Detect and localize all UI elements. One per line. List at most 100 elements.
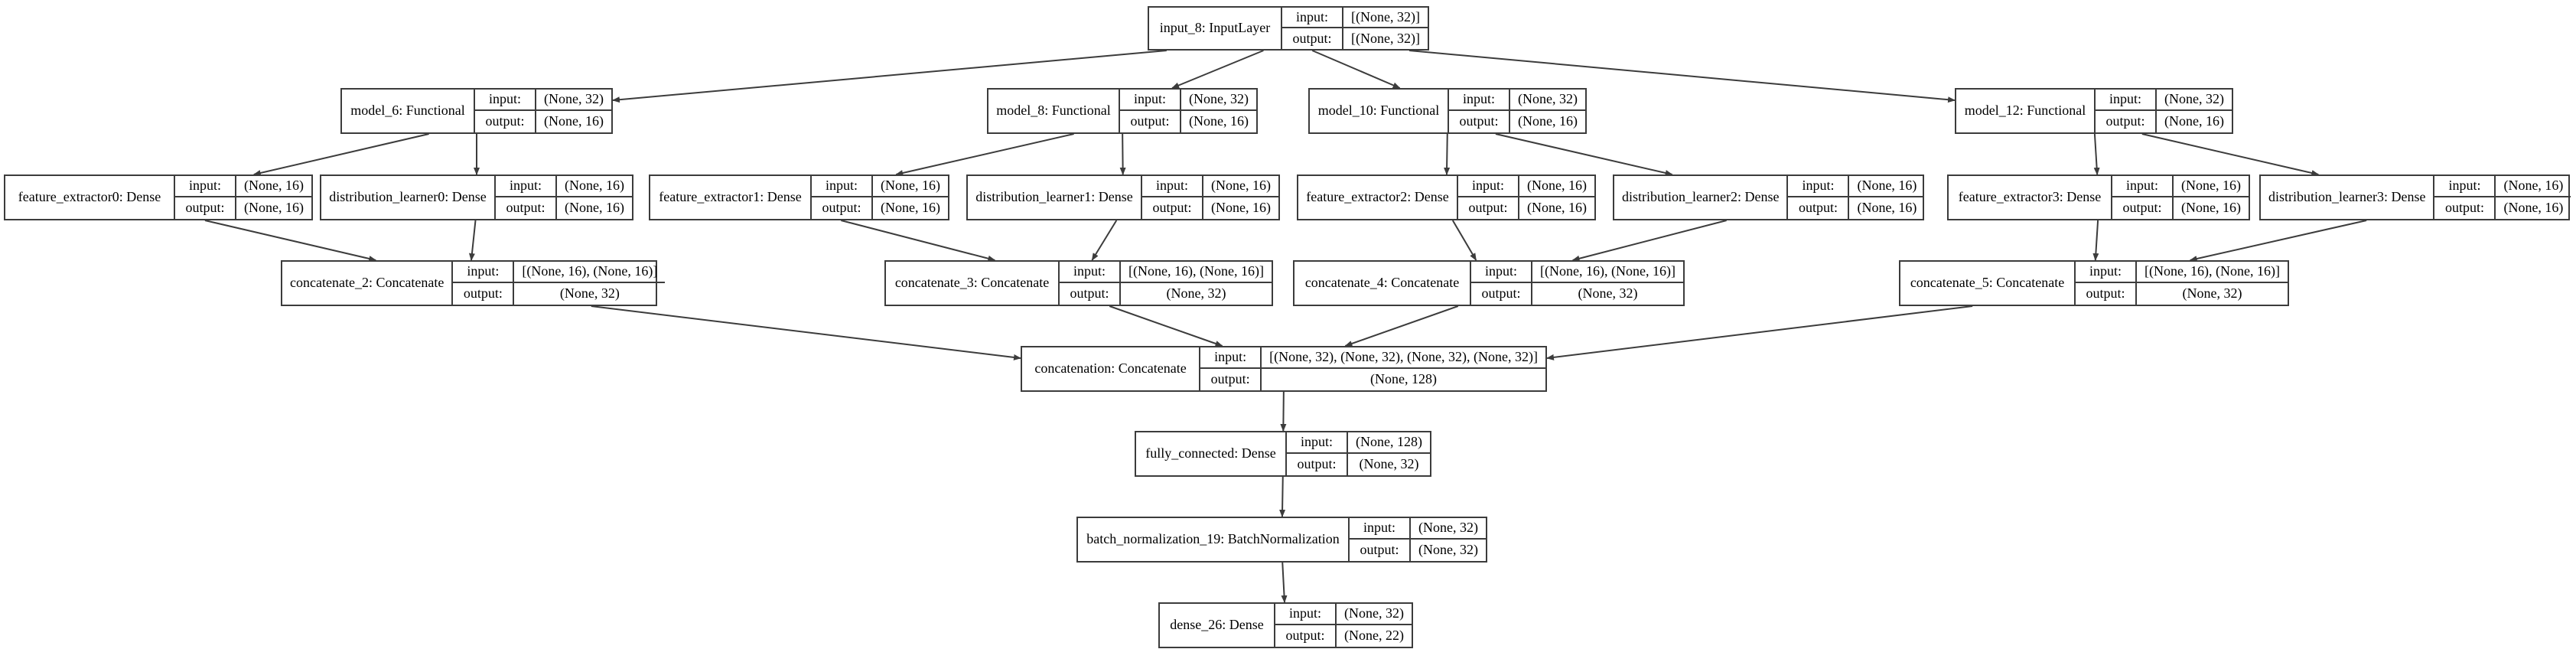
edge-model_8-to-feature_extractor1 [895, 133, 1074, 176]
io-table: input:(None, 32)output:(None, 16) [1449, 90, 1585, 132]
io-table: input:(None, 16)output:(None, 16) [496, 176, 632, 219]
layer-name: feature_extractor0: Dense [5, 176, 176, 219]
layer-name: distribution_learner3: Dense [2261, 176, 2435, 219]
layer-name: dense_26: Dense [1160, 604, 1276, 647]
input-label: input: [1275, 604, 1337, 625]
input-shape: (None, 32) [1337, 604, 1412, 625]
output-label: output: [1060, 283, 1122, 305]
output-label: output: [812, 197, 874, 219]
layer-name: fully_connected: Dense [1136, 432, 1288, 475]
output-label: output: [475, 111, 537, 132]
io-table: input:[(None, 16), (None, 16)]output:(No… [2076, 262, 2288, 305]
output-shape: (None, 32) [1166, 285, 1226, 302]
input-shape: [(None, 32)] [1343, 8, 1428, 28]
io-table: input:(None, 32)output: (None, 16) [2096, 90, 2232, 132]
input-shape: (None, 16) [1203, 176, 1278, 197]
output-shape: (None, 32) [2182, 285, 2242, 302]
input-label: input: [175, 176, 237, 197]
output-label: output: [496, 197, 558, 219]
input-shape: (None, 16) [557, 176, 632, 197]
edge-model_10-to-feature_extractor2 [1444, 133, 1451, 175]
input-label: input: [1458, 176, 1520, 197]
edge-model_12-to-feature_extractor3 [2093, 133, 2100, 175]
io-table: input:[(None, 16), (None, 16)]output:(No… [453, 262, 666, 305]
output-shape: (None, 16) [1527, 200, 1587, 216]
layer-name: batch_normalization_19: BatchNormalizati… [1078, 518, 1350, 561]
input-label: input: [1060, 262, 1122, 283]
input-label: input: [1200, 347, 1262, 369]
layer-name: feature_extractor2: Dense [1298, 176, 1459, 219]
layer-name: concatenate_2: Concatenate [282, 262, 454, 305]
output-shape: (None, 16) [565, 200, 624, 216]
input-shape: (None, 16) [1519, 176, 1594, 197]
output-shape: (None, 16) [881, 200, 940, 216]
input-shape: [(None, 16), (None, 16)] [514, 262, 666, 283]
input-label: input: [1142, 176, 1204, 197]
input-label: input: [1350, 518, 1412, 540]
input-shape: [(None, 16), (None, 16)] [2137, 262, 2288, 283]
output-shape: (None, 16) [244, 200, 304, 216]
layer-name: concatenation: Concatenate [1022, 347, 1201, 390]
layer-name: input_8: InputLayer [1149, 8, 1283, 49]
io-table: input:[(None, 16), (None, 16)]output:(No… [1060, 262, 1272, 305]
edge-concatenate_4-to-concatenation [1344, 305, 1459, 347]
layer-name: model_10: Functional [1310, 90, 1450, 132]
input-label: input: [812, 176, 874, 197]
input-label: input: [1287, 432, 1349, 454]
io-table: input:(None, 16)output:(None, 16) [1142, 176, 1278, 219]
layer-name: model_8: Functional [988, 90, 1121, 132]
input-label: input: [2096, 90, 2158, 111]
io-table: input:(None, 128)output:(None, 32) [1287, 432, 1430, 475]
output-label: output: [2096, 111, 2158, 132]
output-shape: [(None, 32)] [1351, 30, 1420, 46]
io-table: input:(None, 16)output:(None, 16) [1788, 176, 1925, 219]
output-label: output: [1120, 111, 1182, 132]
input-shape: (None, 32) [2157, 90, 2232, 111]
input-label: input: [453, 262, 515, 283]
input-shape: [(None, 32), (None, 32), (None, 32), (No… [1262, 347, 1545, 369]
io-table: input:(None, 16)output:(None, 16) [2434, 176, 2571, 219]
input-label: input: [496, 176, 558, 197]
input-label: input: [475, 90, 537, 111]
output-shape: (None, 16) [2181, 200, 2241, 216]
output-label: output: [1788, 197, 1850, 219]
edge-batch_normalization_19-to-dense_26 [1281, 562, 1288, 603]
output-label: output: [1282, 28, 1344, 49]
edge-feature_extractor2-to-concatenate_4 [1451, 220, 1477, 261]
output-shape: (None, 16) [2164, 113, 2224, 129]
output-shape: (None, 16) [1518, 113, 1578, 129]
input-shape: (None, 16) [236, 176, 311, 197]
output-label: output: [2112, 197, 2174, 219]
input-shape: (None, 16) [1849, 176, 1925, 197]
edge-distribution_learner3-to-concatenate_5 [2189, 220, 2367, 262]
output-label: output: [1350, 540, 1412, 561]
io-table: input:(None, 16)output:(None, 16) [2112, 176, 2249, 219]
output-label: output: [1275, 625, 1337, 647]
output-shape: (None, 32) [1359, 456, 1419, 472]
edge-input_8-to-model_8 [1171, 50, 1264, 89]
edge-model_6-to-feature_extractor0 [252, 133, 429, 176]
layer-name: concatenate_3: Concatenate [886, 262, 1060, 305]
edge-input_8-to-model_12 [1408, 50, 1956, 103]
output-shape: (None, 32) [1578, 285, 1638, 302]
output-label: output: [1471, 283, 1533, 305]
output-shape: (None, 16) [1211, 200, 1271, 216]
output-label: output: [1449, 111, 1511, 132]
edge-distribution_learner2-to-concatenate_4 [1571, 220, 1727, 262]
edge-input_8-to-model_6 [612, 50, 1167, 103]
output-shape: (None, 16) [1189, 113, 1249, 129]
layer-name: concatenate_4: Concatenate [1295, 262, 1472, 305]
